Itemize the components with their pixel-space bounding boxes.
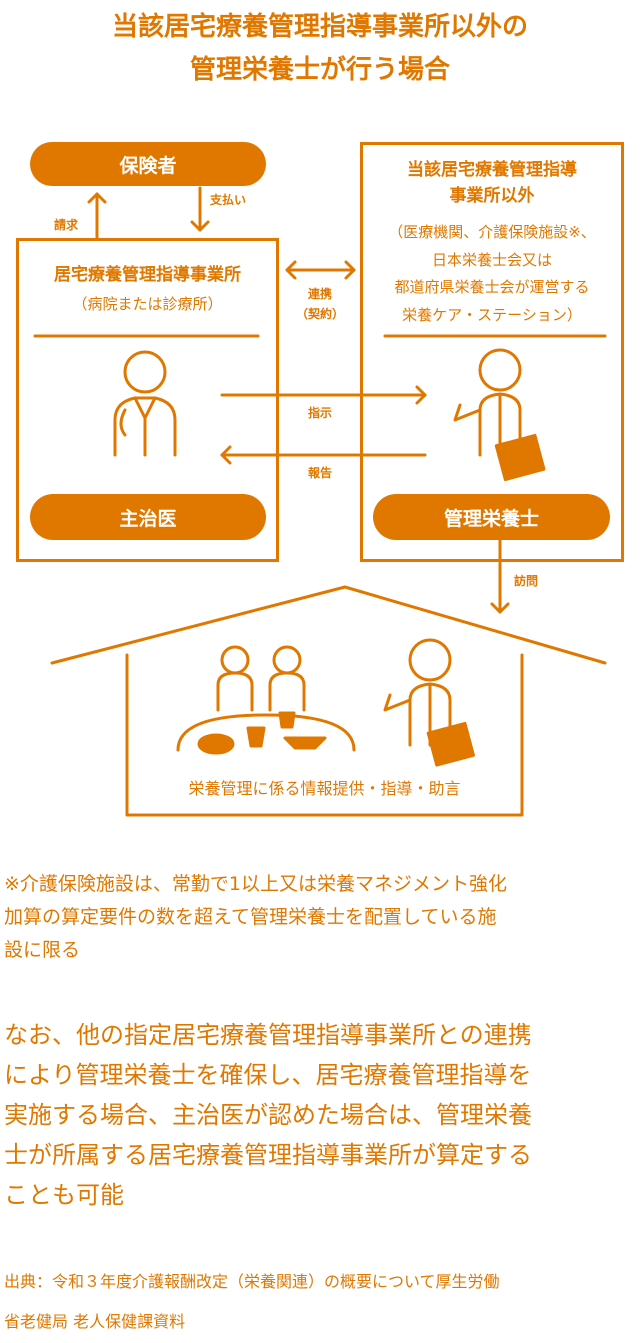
desc-line: 日本栄養士会又は [431,250,552,269]
attending-doctor-pill: 主治医 [30,494,266,540]
instruction-arrow [220,385,427,405]
desc-line: （医療機関、介護保険施設※、 [388,223,596,241]
payment-label: 支払い [210,193,247,207]
report-label: 報告 [307,466,332,480]
visit-arrow [490,538,510,614]
cooperation-arrow [285,260,356,280]
right-box-title-2: 事業所以外 [449,186,535,206]
left-box-subtitle: （病院または診療所） [72,295,223,313]
footnote-line: 加算の算定要件の数を超えて管理栄養士を配置している施 [4,906,497,928]
visit-label: 訪問 [514,574,539,588]
doctor-icon [113,350,177,457]
home-care-office-box [16,238,279,562]
desc-line: 栄養ケア・ステーション） [402,305,582,324]
footnote: ※介護保険施設は、常勤で1以上又は栄養マネジメント強化 加算の算定要件の数を超え… [4,868,640,967]
title-line-2: 管理栄養士が行う場合 [189,55,450,85]
supplementary-paragraph: なお、他の指定居宅療養管理指導事業所との連携 により管理栄養士を確保し、居宅療養… [4,1015,640,1215]
right-box-title: 当該居宅療養管理指導 事業所以外 [360,157,624,209]
claim-arrow [87,192,107,240]
footnote-line: 設に限る [4,939,81,961]
claim-label: 請求 [54,218,79,232]
dietitian-pill: 管理栄養士 [373,494,610,540]
desc-line: 都道府県栄養士会が運営する [394,278,590,296]
home-caption: 栄養管理に係る情報提供・指導・助言 [188,779,461,798]
right-box-title-1: 当該居宅療養管理指導 [407,160,577,180]
report-arrow [220,445,427,465]
paragraph-line: により管理栄養士を確保し、居宅療養管理指導を [4,1061,532,1089]
cooperation-label: 連携 [307,287,332,301]
left-box-title: 居宅療養管理指導事業所 [54,265,241,285]
paragraph-line: 実施する場合、主治医が認めた場合は、管理栄養 [4,1101,532,1129]
source-line: 省老健局 老人保健課資料 [4,1312,186,1331]
title-line-1: 当該居宅療養管理指導事業所以外の [111,12,528,42]
paragraph-line: 士が所属する居宅療養管理指導事業所が算定する [4,1141,532,1169]
source-citation: 出典：令和３年度介護報酬改定（栄養関連）の概要について厚生労働 省老健局 老人保… [4,1262,640,1342]
paragraph-line: ことも可能 [4,1181,124,1209]
nutritionist-icon [453,348,546,482]
contract-label: （契約） [295,307,344,321]
paragraph-line: なお、他の指定居宅療養管理指導事業所との連携 [4,1021,532,1049]
family-icon [176,645,356,755]
diagram-graphics [33,186,607,817]
source-line: 出典：令和３年度介護報酬改定（栄養関連）の概要について厚生労働 [4,1272,500,1291]
external-office-box [360,142,624,562]
payment-arrow [190,186,210,232]
visiting-nutritionist-icon [383,638,475,767]
right-box-description: （医療機関、介護保険施設※、 日本栄養士会又は 都道府県栄養士会が運営する 栄養… [360,219,624,329]
insurer-pill: 保険者 [30,142,266,186]
footnote-line: ※介護保険施設は、常勤で1以上又は栄養マネジメント強化 [4,873,508,895]
instruction-label: 指示 [307,406,332,420]
home-icon [50,585,607,817]
